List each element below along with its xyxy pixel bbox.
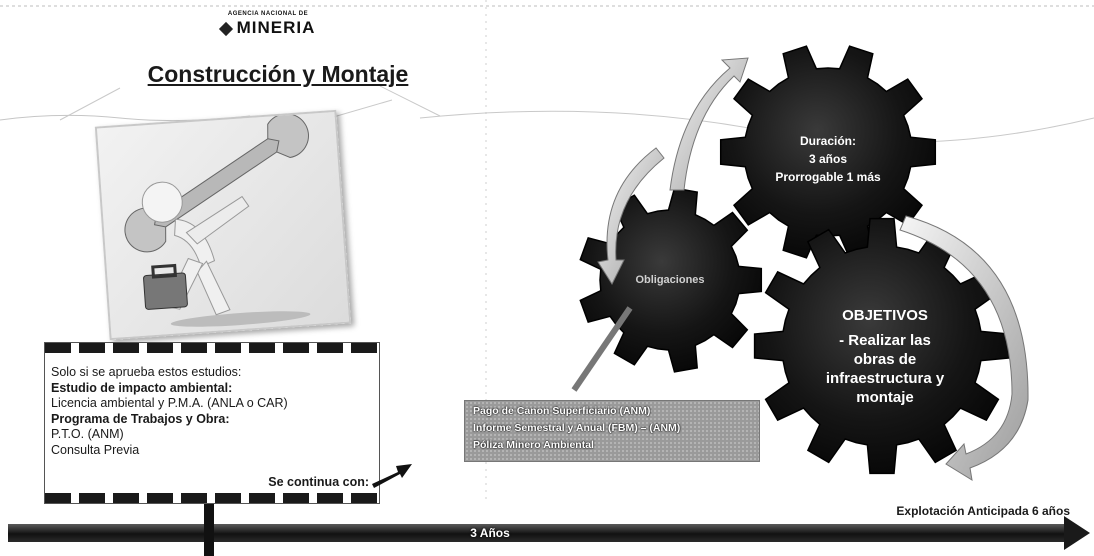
objectives-lines: - Realizar las obras de infraestructura y m… [800, 331, 970, 407]
curved-arrow-down-icon [597, 147, 665, 286]
objectives-title: OBJETIVOS [842, 307, 928, 324]
objectives-text: OBJETIVOS - Realizar las obras de infraest… [800, 306, 970, 407]
logo-subtitle: AGENCIA NACIONAL DE [227, 11, 309, 17]
pointer-line-icon [571, 306, 633, 392]
continue-label: Se continua con: [268, 475, 369, 489]
logo-wordmark: MINERIA [236, 18, 316, 37]
requirements-list: Solo si se aprueba estos estudios:Estudi… [51, 365, 373, 458]
requirement-line: Licencia ambiental y P.M.A. (ANLA o CAR) [51, 396, 288, 410]
gear-shape [719, 45, 937, 259]
requirement-line: P.T.O. (ANM) [51, 427, 124, 441]
next-stage-label: Explotación Anticipada 6 años [896, 504, 1070, 518]
anm-gem-icon [218, 21, 233, 36]
requirement-line: Consulta Previa [51, 442, 140, 457]
duration-text: Duración: 3 años Prorrogable 1 más [758, 132, 898, 186]
anm-logo: AGENCIA NACIONAL DE MINERIA [198, 10, 338, 44]
gear-shape [579, 187, 763, 373]
duration-extension: Prorrogable 1 más [775, 170, 881, 184]
gear-diagram [571, 45, 1029, 482]
page-title: Construcción y Montaje [147, 61, 409, 87]
objective-line: obras de [853, 351, 917, 368]
requirements-box: Solo si se aprueba estos estudios:Estudi… [44, 342, 380, 504]
requirement-line: Programa de Trabajos y Obra: [51, 411, 230, 426]
gear-shape [753, 217, 1011, 475]
gear-duration [719, 45, 937, 259]
objective-line: montaje [856, 389, 914, 406]
obligation-item: Pago de Canon Superficiario (ANM) [473, 405, 651, 417]
worker-with-wrench-icon [124, 113, 311, 327]
duration-years: 3 años [808, 152, 847, 166]
hazard-stripe-bottom [45, 493, 379, 503]
timeline-bar [8, 524, 1070, 542]
continue-arrow-icon [372, 464, 412, 488]
obligation-item: Póliza Minero Ambiental [473, 439, 594, 451]
obligations-box: Pago de Canon Superficiario (ANM) Inform… [464, 400, 760, 462]
worker-illustration [94, 109, 352, 341]
hazard-stripe-top [45, 343, 379, 353]
curved-arrow-around-icon [899, 215, 1029, 482]
duration-title: Duración: [799, 134, 856, 148]
timeline-post [204, 504, 214, 556]
obligations-gear-label: Obligaciones [635, 274, 705, 286]
timeline-label: 3 Años [470, 526, 510, 540]
obligation-item: Informe Semestral y Anual (FBM) – (ANM) [473, 422, 681, 434]
requirement-line: Estudio de impacto ambiental: [51, 380, 233, 395]
objective-line: - Realizar las [839, 332, 931, 349]
timeline-arrowhead-icon [1064, 516, 1090, 550]
gear-obligations [579, 187, 763, 373]
gear-objectives [753, 217, 1011, 475]
objective-line: infraestructura y [825, 370, 945, 387]
curved-arrow-up-icon [669, 57, 749, 191]
requirement-line: Solo si se aprueba estos estudios: [51, 365, 242, 379]
